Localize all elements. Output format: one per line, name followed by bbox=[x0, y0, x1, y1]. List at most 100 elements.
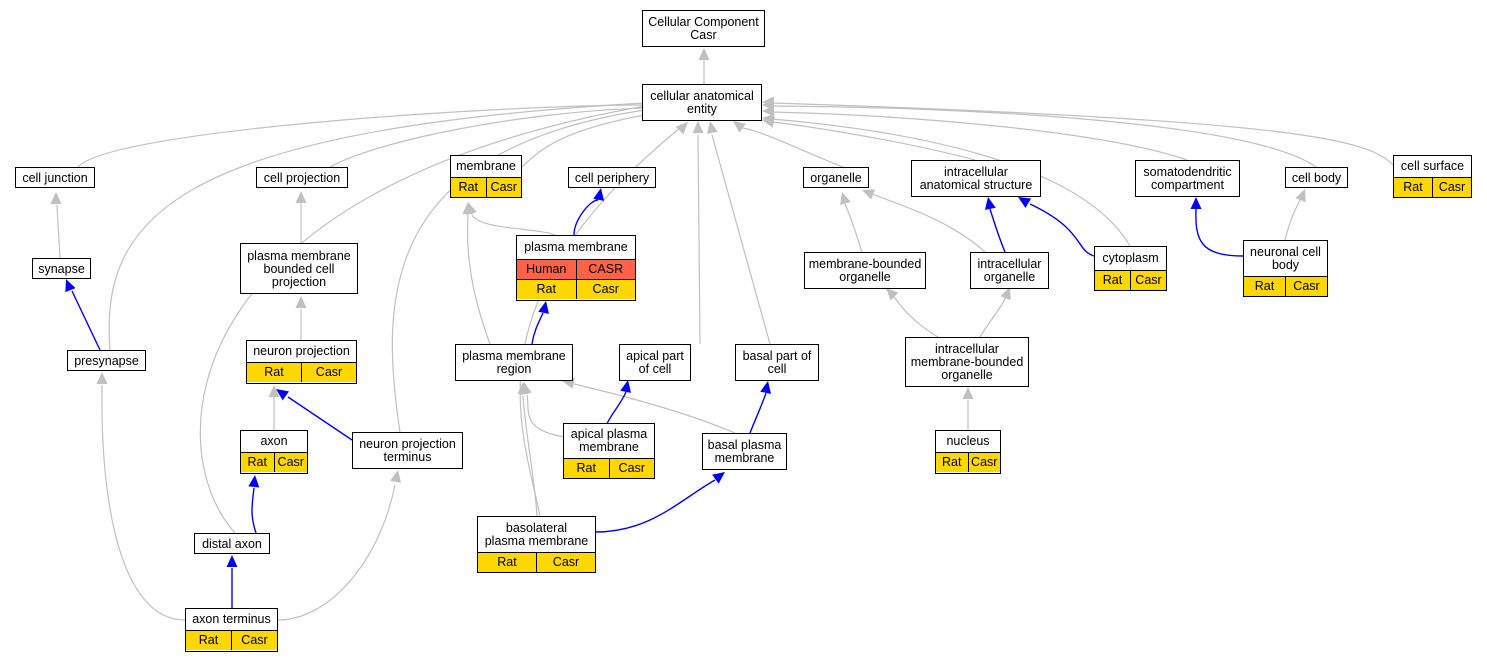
part-of-edge bbox=[71, 290, 101, 351]
is-a-edge bbox=[871, 193, 986, 253]
part-of-edge bbox=[989, 208, 1006, 253]
node-label: cell body bbox=[1291, 170, 1342, 185]
is-a-edge bbox=[101, 384, 186, 621]
go-term-node[interactable]: somatodendritic compartment bbox=[1135, 160, 1240, 197]
go-term-node[interactable]: organelle bbox=[803, 167, 869, 188]
is-a-edge bbox=[771, 105, 1317, 168]
is-a-edge bbox=[466, 214, 491, 345]
is-a-edge bbox=[844, 203, 863, 253]
node-label: plasma membrane region bbox=[462, 349, 566, 376]
part-of-edge bbox=[1029, 203, 1095, 257]
is-a-edge bbox=[1284, 199, 1301, 241]
gene-cell: Casr bbox=[231, 631, 277, 650]
gene-cell: Casr bbox=[1130, 271, 1166, 290]
gene-cell: Casr bbox=[301, 363, 356, 382]
go-term-node[interactable]: cell body bbox=[1285, 167, 1348, 188]
go-term-node[interactable]: basal plasma membrane bbox=[702, 433, 787, 470]
is-a-edge bbox=[329, 107, 646, 168]
gene-cell: Casr bbox=[485, 178, 522, 197]
annotation-row: Rat Casr bbox=[1394, 177, 1471, 197]
go-term-node[interactable]: plasma membrane bounded cell projection bbox=[240, 243, 358, 294]
gene-cell: Casr bbox=[536, 553, 595, 572]
go-term-node[interactable]: plasma membrane region bbox=[455, 344, 573, 381]
go-term-node[interactable]: Cellular Component Casr bbox=[642, 10, 765, 47]
is-a-edge bbox=[522, 395, 538, 517]
arrowhead bbox=[1190, 197, 1202, 209]
go-term-node[interactable]: synapse bbox=[32, 258, 91, 279]
node-label: basal plasma membrane bbox=[707, 438, 782, 465]
node-label: plasma membrane bbox=[524, 240, 628, 254]
annotation-row: Rat Casr bbox=[186, 630, 277, 650]
is-a-edge bbox=[741, 127, 844, 168]
species-cell: Rat bbox=[1403, 180, 1423, 194]
species-cell: Rat bbox=[1102, 273, 1123, 287]
node-label: presynapse bbox=[74, 353, 139, 368]
node-label: basolateral plasma membrane bbox=[484, 520, 589, 548]
part-of-edge bbox=[573, 199, 599, 236]
node-label: neuronal cell body bbox=[1250, 244, 1321, 272]
node-label: neuron projection terminus bbox=[359, 437, 456, 464]
go-term-node[interactable]: neuron projection terminus bbox=[352, 432, 463, 469]
arrowhead bbox=[840, 192, 851, 206]
is-a-edge bbox=[77, 104, 646, 168]
node-label: cellular anatomical entity bbox=[650, 89, 754, 116]
go-term-node[interactable]: intracellular anatomical structure bbox=[911, 160, 1041, 197]
go-term-node[interactable]: intracellular membrane-bounded organelle bbox=[905, 337, 1029, 387]
go-term-node[interactable]: membrane-bounded organelle bbox=[804, 252, 926, 289]
part-of-edge bbox=[287, 396, 353, 441]
species-cell: Rat bbox=[247, 455, 267, 469]
go-term-node[interactable]: cell projection bbox=[256, 167, 348, 188]
arrowhead bbox=[962, 387, 974, 399]
species-cell: Rat bbox=[198, 633, 219, 647]
is-a-edge bbox=[771, 121, 976, 161]
go-term-node[interactable]: presynapse bbox=[67, 350, 146, 371]
go-term-node[interactable]: apical part of cell bbox=[619, 344, 691, 381]
go-term-node[interactable]: cell junction bbox=[15, 167, 95, 188]
species-cell: Human bbox=[526, 262, 567, 276]
arrowhead bbox=[226, 555, 238, 567]
arrowhead bbox=[762, 96, 774, 108]
node-label: distal axon bbox=[202, 536, 262, 551]
gene-cell: Casr bbox=[1432, 178, 1471, 197]
go-term-node[interactable]: cell periphery bbox=[568, 167, 656, 188]
arrowhead bbox=[268, 385, 280, 397]
part-of-edge bbox=[531, 312, 544, 345]
is-a-edge bbox=[391, 109, 646, 433]
species-cell: Rat bbox=[536, 282, 556, 296]
go-term-node[interactable]: basal part of cell bbox=[735, 344, 819, 381]
part-of-edge bbox=[1195, 208, 1244, 257]
node-label: basal part of cell bbox=[742, 349, 812, 376]
node-label: cytoplasm bbox=[1102, 251, 1159, 265]
is-a-edge bbox=[711, 134, 771, 345]
go-term-node[interactable]: cellular anatomical entity bbox=[642, 84, 762, 121]
is-a-edge bbox=[697, 134, 701, 345]
node-label: intracellular anatomical structure bbox=[919, 165, 1033, 192]
arrowhead bbox=[712, 472, 725, 484]
go-term-node[interactable]: distal axon bbox=[194, 533, 270, 554]
arrowhead bbox=[760, 381, 772, 394]
arrowhead bbox=[862, 189, 876, 200]
go-term-node[interactable]: intracellular organelle bbox=[970, 252, 1049, 289]
arrowhead bbox=[390, 470, 402, 483]
node-label: neuron projection bbox=[253, 344, 350, 358]
species-cell: Rat bbox=[1254, 279, 1275, 293]
gene-cell: Casr bbox=[575, 280, 636, 299]
node-label: Cellular Component Casr bbox=[648, 15, 759, 42]
node-label: axon terminus bbox=[192, 612, 271, 626]
node-label: membrane bbox=[456, 159, 516, 173]
arrowhead bbox=[65, 279, 76, 293]
is-a-edge bbox=[199, 105, 646, 534]
